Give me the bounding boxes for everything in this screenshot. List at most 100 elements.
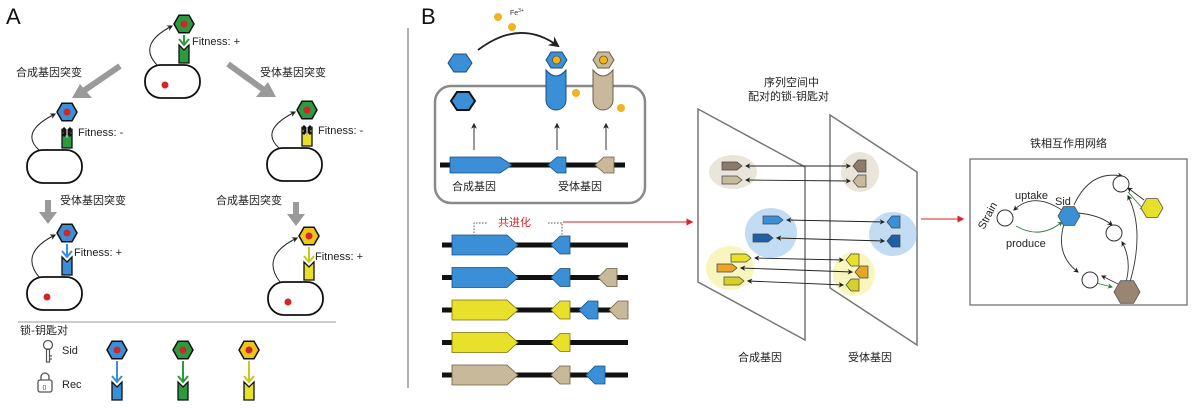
receptor-gene-plane	[829, 113, 918, 347]
svg-text:0: 0	[43, 385, 47, 392]
receptor-gene	[550, 365, 571, 385]
strain-node	[996, 209, 1014, 227]
panel-b-label: B	[421, 4, 436, 29]
uptake-edge	[1127, 187, 1145, 201]
legend-rec-label: Rec	[62, 379, 82, 391]
receptor	[303, 260, 315, 281]
receptor-gene-point	[845, 278, 860, 292]
receptor-gene	[550, 333, 571, 352]
arrow-right-down-head	[256, 82, 276, 97]
siderophore-node	[1140, 198, 1164, 218]
receptor-gene	[597, 268, 618, 287]
receptor-gene-point	[854, 265, 869, 279]
receptor-gene-label: 受体基因	[558, 179, 602, 193]
synthesis-gene-label: 合成基因	[452, 179, 496, 193]
sid-label: Sid	[1055, 196, 1071, 208]
pairing-arrow	[739, 265, 854, 275]
cell-mid-right	[266, 100, 323, 182]
binding-arrow-head	[111, 375, 123, 384]
receptor-gene-point	[886, 215, 901, 229]
lower-right-mutation-label: 合成基因突变	[216, 193, 282, 207]
left-mutation-label: 合成基因突变	[16, 65, 82, 79]
synthesis-gene	[451, 364, 519, 386]
receptor-gene	[547, 156, 567, 174]
legend-pair-blue	[106, 340, 128, 401]
siderophore-node	[1057, 206, 1081, 226]
iron-core	[63, 108, 71, 116]
receptor-gene	[585, 365, 606, 385]
panel-a-cells	[26, 14, 324, 316]
receptor	[61, 255, 73, 276]
bacterial-cell	[144, 64, 201, 99]
siderophore-node	[1113, 280, 1141, 304]
legend-pair-yellow	[238, 340, 260, 401]
receptor-gene-tan	[594, 156, 615, 174]
mutation-arrows	[39, 61, 305, 226]
receptor-gene-point	[886, 234, 901, 248]
intracellular-siderophore	[449, 91, 477, 111]
receptor	[178, 43, 190, 64]
panel-a-label: A	[6, 4, 21, 29]
synthesis-gene-point	[721, 161, 743, 171]
lock-icon: 0	[37, 372, 53, 393]
legend-pair-green	[172, 340, 194, 401]
binding-arrow-head	[243, 375, 255, 384]
iron-ion	[508, 23, 516, 31]
strain-node	[1112, 175, 1130, 193]
iron-core	[180, 20, 188, 28]
iron-core	[305, 232, 313, 240]
synthesis-gene-plane	[697, 107, 806, 342]
pairing-arrow	[775, 235, 886, 244]
synthesis-gene-point	[723, 276, 745, 286]
receptor-blue	[545, 51, 568, 111]
bacterial-cell	[267, 281, 324, 316]
iron-core	[303, 106, 311, 114]
left-plane-label: 合成基因	[738, 350, 782, 364]
secretion-arrow	[31, 234, 57, 278]
iron-label: Fe3+	[510, 8, 524, 17]
receptor-gene-point	[852, 174, 867, 188]
cell-top	[144, 14, 201, 99]
receptor-gene	[578, 300, 599, 320]
uptake-edge	[1127, 195, 1138, 283]
pairing-arrow	[753, 255, 845, 263]
arrow-left-down	[80, 63, 122, 95]
uptake-edge	[1013, 200, 1067, 214]
uptake-edge	[1061, 223, 1079, 273]
secretion-arrow	[149, 25, 174, 66]
pairing-arrow	[746, 278, 845, 288]
iron-interaction-network	[996, 172, 1164, 304]
arrow-lower-right-head	[287, 214, 305, 226]
secretion-arrow	[271, 111, 297, 149]
fitness-bottom-right: Fitness: +	[315, 251, 363, 263]
produce-label: produce	[1006, 238, 1046, 250]
legend-title: 锁-钥匙对	[20, 323, 68, 337]
bacterial-cell	[26, 276, 83, 311]
fitness-bottom-left: Fitness: +	[74, 247, 122, 259]
gene-cluster-row	[442, 299, 629, 321]
receptor-gene	[550, 268, 571, 287]
pairing-arrow	[744, 177, 852, 184]
iron-ion	[494, 13, 502, 21]
gene-clusters	[442, 234, 629, 386]
uptake-label: uptake	[1015, 190, 1048, 202]
sequence-space-pairs	[706, 152, 917, 296]
receptor-tan	[592, 51, 615, 111]
sequence-space-title-2: 配对的锁-钥匙对	[748, 89, 829, 103]
legend-pairs	[106, 340, 260, 401]
coevolution-label: 共进化	[498, 215, 531, 229]
iron-core	[63, 229, 71, 237]
gene-cluster-row	[442, 332, 628, 353]
secretion-arrow	[272, 237, 299, 283]
right-mutation-label: 受体基因突变	[260, 65, 326, 79]
iron-ion	[617, 104, 625, 112]
arrow-lower-left-head	[39, 212, 57, 224]
secreted-siderophore	[447, 53, 473, 73]
gene-cluster-row	[442, 364, 628, 386]
secretion-arrow	[31, 113, 57, 151]
synthesis-gene-point	[752, 233, 774, 243]
synthesis-gene	[451, 299, 519, 321]
cell-dot	[161, 81, 169, 89]
legend-receptor	[111, 380, 123, 401]
cluster-blob-blue	[745, 208, 797, 258]
